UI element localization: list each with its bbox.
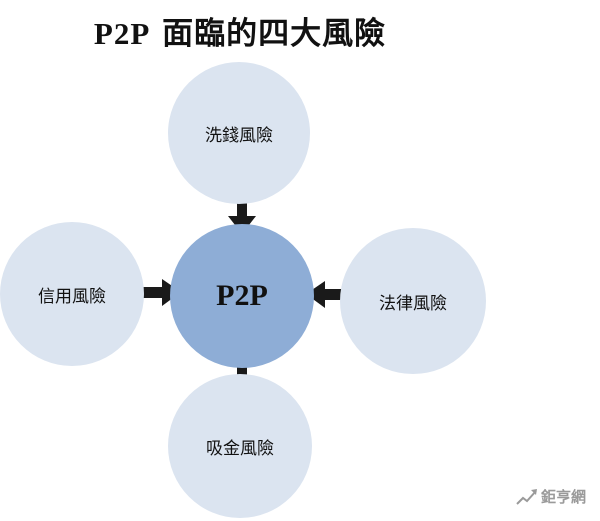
risk-label-legal: 法律風險	[379, 293, 447, 314]
rising-line-icon	[516, 488, 537, 505]
center-node: P2P	[170, 224, 314, 368]
title-latin: P2P	[93, 16, 151, 51]
watermark-text: 鉅亨網	[540, 488, 586, 506]
risk-node-right: 法律風險	[340, 228, 486, 374]
risk-label-money-laundering: 洗錢風險	[205, 125, 273, 146]
watermark: 鉅亨網	[516, 486, 586, 507]
risk-node-left: 信用風險	[0, 222, 144, 366]
risk-node-bottom: 吸金風險	[168, 374, 312, 518]
title-text: 面臨的四大風險	[162, 16, 387, 52]
risk-label-fundraising: 吸金風險	[206, 438, 274, 459]
diagram-title: P2P 面臨的四大風險	[30, 8, 450, 53]
risk-node-top: 洗錢風險	[168, 62, 310, 204]
risk-label-credit: 信用風險	[38, 286, 106, 307]
center-node-label: P2P	[216, 279, 268, 312]
